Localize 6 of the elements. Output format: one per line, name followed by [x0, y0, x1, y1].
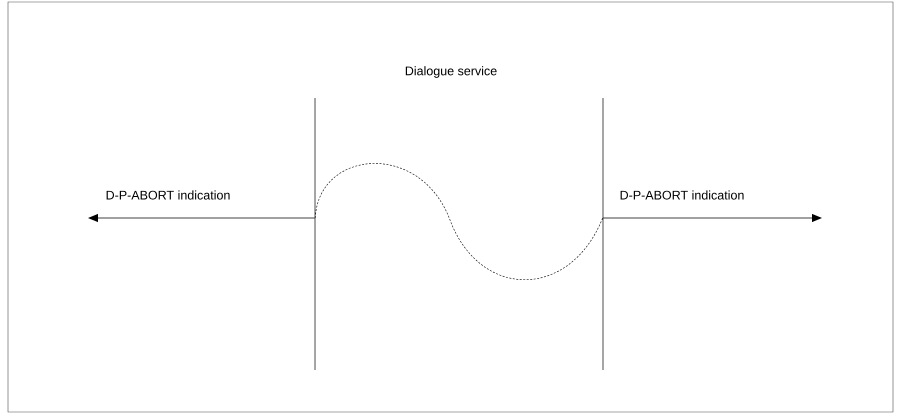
- title: Dialogue service: [406, 66, 497, 78]
- edge-label: D-P-ABORT indication: [618, 189, 746, 201]
- vertical-line: [314, 98, 316, 370]
- dashed-curve: [315, 163, 603, 280]
- edge-label: D-P-ABORT indication: [104, 189, 232, 201]
- vertical-line: [602, 98, 604, 370]
